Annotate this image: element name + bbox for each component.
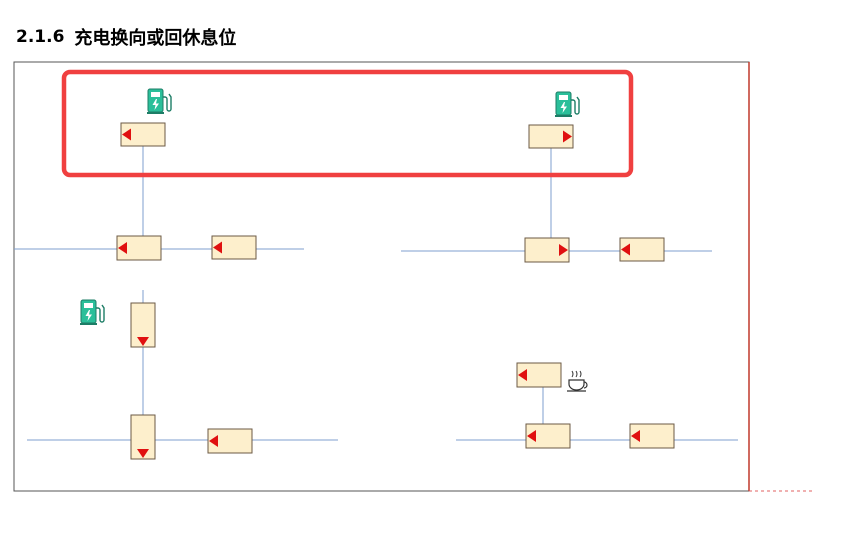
arrow-left-icon [631, 430, 640, 442]
direction-arrows [118, 128, 640, 458]
arrow-left-icon [213, 241, 222, 254]
vehicle-box [120, 122, 166, 147]
vehicle-boxes [116, 122, 675, 460]
arrow-right-icon [563, 130, 572, 143]
charging-station-icon [554, 91, 580, 118]
highlight-rectangle [61, 69, 634, 178]
vehicle-box [211, 235, 257, 260]
section-heading: 2.1.6 充电换向或回休息位 [16, 24, 236, 50]
arrow-left-icon [527, 430, 536, 442]
arrow-left-icon [122, 128, 131, 141]
vehicle-box [116, 235, 162, 261]
vehicle-box [528, 124, 574, 149]
charging-station-icon [146, 88, 172, 115]
coffee-cup-icon [566, 370, 588, 392]
track-lines [14, 146, 738, 441]
section-title: 充电换向或回休息位 [74, 28, 237, 49]
arrow-down-icon [137, 449, 149, 458]
arrow-left-icon [209, 435, 218, 447]
vehicle-box [130, 414, 156, 460]
arrow-left-icon [621, 243, 630, 256]
charging-station-icon [79, 299, 105, 326]
section-number: 2.1.6 [16, 27, 65, 47]
vehicle-box [619, 237, 665, 262]
arrow-left-icon [118, 242, 127, 254]
arrow-left-icon [518, 369, 527, 381]
arrow-right-icon [559, 244, 568, 256]
arrow-down-icon [137, 337, 149, 346]
